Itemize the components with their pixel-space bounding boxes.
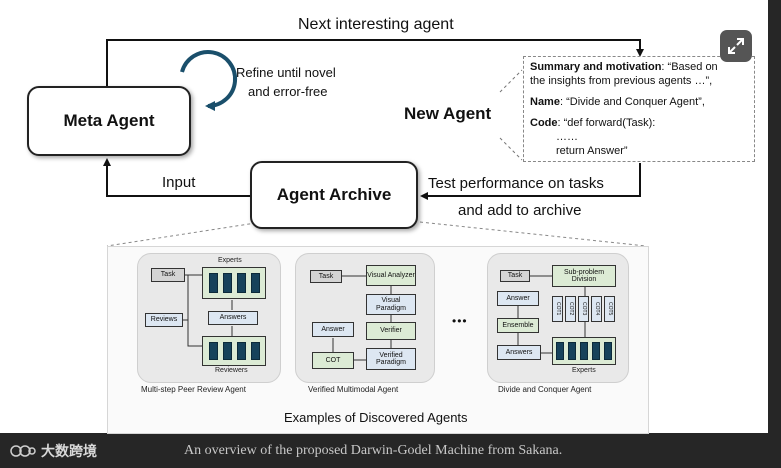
peer-reviews-node: Reviews — [145, 313, 183, 327]
new-agent-label: New Agent — [404, 104, 492, 123]
code-label: Code — [530, 117, 558, 129]
refine-loop-icon — [180, 50, 238, 112]
summary-line1: Summary and motivation: “Based on — [530, 61, 718, 73]
cot-node: COT3 — [578, 296, 589, 322]
meta-agent-label: Meta Agent — [63, 111, 155, 130]
refine-label-line1: Refine until novel — [236, 65, 336, 80]
cot-node: COT5 — [604, 296, 615, 322]
reviewer-block — [223, 342, 232, 360]
test-label-line2: and add to archive — [458, 202, 582, 219]
summary-label: Summary and motivation — [530, 61, 662, 73]
peer-task-node: Task — [151, 268, 185, 282]
verified-answer-node: Answer — [312, 322, 354, 337]
code-return: return Answer” — [556, 145, 628, 157]
divide-experts-label: Experts — [572, 367, 596, 374]
summary-text-1: : “Based on — [661, 61, 718, 73]
name-label: Name — [530, 96, 560, 108]
peer-review-caption: Multi-step Peer Review Agent — [141, 385, 246, 394]
next-agent-label: Next interesting agent — [298, 16, 454, 33]
dashed-connector-top — [499, 69, 523, 93]
agent-archive-label: Agent Archive — [276, 185, 392, 204]
meta-agent-box: Meta Agent — [27, 86, 191, 156]
agent-summary-box: Summary and motivation: “Based on the in… — [523, 56, 755, 162]
expert-block — [251, 273, 260, 293]
more-agents-ellipsis: ••• — [452, 314, 468, 328]
peer-experts-group — [202, 267, 266, 299]
peer-experts-label: Experts — [218, 257, 242, 264]
expert-block — [604, 342, 612, 360]
expand-icon[interactable] — [720, 30, 752, 62]
figure-caption: An overview of the proposed Darwin-Godel… — [184, 443, 563, 458]
summary-line2: the insights from previous agents …”, — [530, 75, 713, 87]
divide-task-node: Task — [500, 270, 530, 282]
footer-logo: 大数跨境 — [10, 441, 110, 461]
code-text: : “def forward(Task): — [557, 117, 656, 129]
logo-icon — [10, 445, 36, 457]
expert-block — [209, 273, 218, 293]
dashed-archive-right — [419, 221, 647, 247]
peer-reviewers-label: Reviewers — [215, 367, 248, 374]
input-label: Input — [162, 174, 196, 191]
dashed-archive-left — [106, 221, 263, 247]
next-agent-arrow — [106, 39, 644, 86]
ensemble-node: Ensemble — [497, 318, 539, 333]
subproblem-division-node: Sub-problem Division — [552, 265, 616, 287]
test-arrow — [420, 163, 641, 200]
peer-answers-node: Answers — [208, 311, 258, 325]
expert-block — [237, 273, 246, 293]
cot-node: COT2 — [565, 296, 576, 322]
agent-archive-box: Agent Archive — [250, 161, 418, 229]
reviewer-block — [209, 342, 218, 360]
divide-experts-group — [552, 337, 616, 365]
dashed-connector-bottom — [499, 137, 523, 161]
visual-paradigm-node: Visual Paradigm — [366, 294, 416, 315]
reviewer-block — [237, 342, 246, 360]
name-line: Name: “Divide and Conquer Agent”, — [530, 96, 705, 108]
name-text: : “Divide and Conquer Agent”, — [559, 96, 705, 108]
examples-caption: Examples of Discovered Agents — [284, 410, 468, 425]
divide-answers-node: Answers — [497, 345, 541, 360]
expert-block — [556, 342, 564, 360]
verified-cot-node: COT — [312, 352, 354, 369]
logo-text: 大数跨境 — [41, 443, 97, 459]
input-arrow — [103, 158, 250, 197]
code-line: Code: “def forward(Task): — [530, 117, 655, 129]
test-label-line1: Test performance on tasks — [428, 175, 604, 192]
expand-icon-glyph — [728, 38, 744, 54]
expert-block — [580, 342, 588, 360]
divide-caption: Divide and Conquer Agent — [498, 385, 592, 394]
expert-block — [223, 273, 232, 293]
expert-block — [568, 342, 576, 360]
peer-reviewers-group — [202, 336, 266, 366]
refine-label-line2: and error-free — [248, 84, 328, 99]
cot-node: COT1 — [552, 296, 563, 322]
code-dots: …… — [556, 131, 578, 143]
verified-paradigm-node: Verified Paradigm — [366, 348, 416, 370]
verifier-node: Verifier — [366, 322, 416, 340]
verified-task-node: Task — [310, 270, 342, 283]
divide-cot-group: COT1 COT2 COT3 COT4 COT5 — [552, 296, 616, 322]
visual-analyzer-node: Visual Analyzer — [366, 265, 416, 286]
verified-caption: Verified Multimodal Agent — [308, 385, 399, 394]
divide-answer-node: Answer — [497, 291, 539, 306]
expert-block — [592, 342, 600, 360]
reviewer-block — [251, 342, 260, 360]
cot-node: COT4 — [591, 296, 602, 322]
